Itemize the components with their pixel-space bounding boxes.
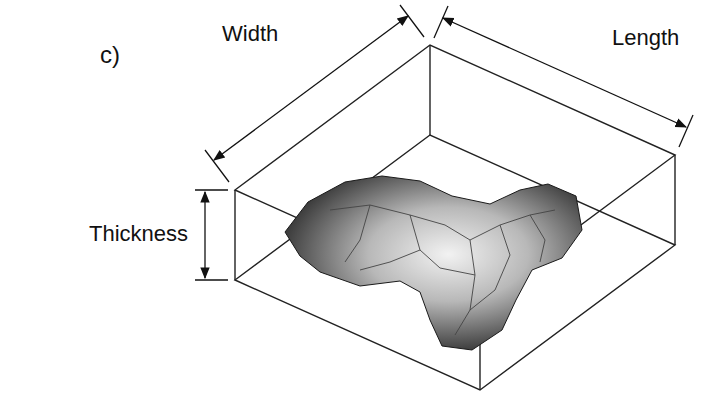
dimension-label: Length xyxy=(612,26,679,50)
dimension-label: Thickness xyxy=(89,222,188,246)
dimension-lines xyxy=(195,5,693,280)
dimension-label: Width xyxy=(222,22,278,46)
grain-shape xyxy=(285,176,582,350)
box-wireframe xyxy=(235,45,675,390)
figure-letter: c) xyxy=(100,42,120,68)
